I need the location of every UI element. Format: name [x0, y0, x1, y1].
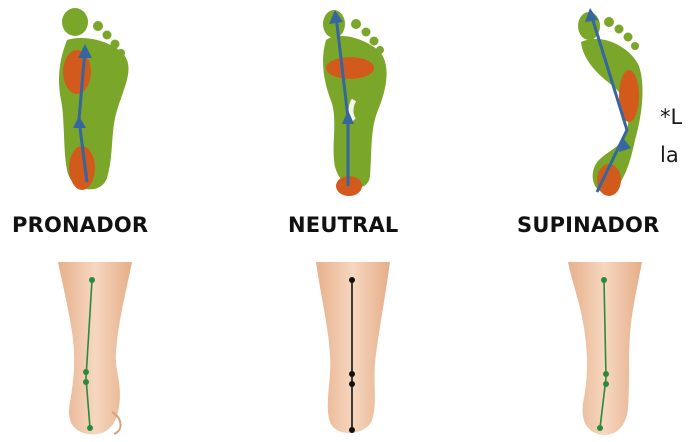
supinador-leg: [560, 262, 650, 442]
toe: [624, 33, 633, 42]
note-line-1: *L: [660, 105, 682, 129]
big-toe: [62, 8, 88, 36]
supinador-footprint: [573, 0, 673, 200]
axis-point: [87, 425, 93, 431]
toe: [604, 17, 614, 27]
leg-shape: [316, 262, 390, 433]
pronador-footprint: [45, 0, 145, 200]
toe: [103, 31, 112, 40]
axis-point: [349, 277, 355, 283]
axis-point: [349, 381, 355, 387]
toe: [351, 19, 361, 29]
note-text: *L la: [660, 98, 682, 174]
leg-shape: [58, 262, 132, 434]
neutral-label: NEUTRAL: [288, 213, 399, 237]
toe: [93, 21, 103, 31]
forefoot-pressure: [326, 57, 374, 79]
pronador-leg: [52, 262, 142, 442]
toe: [370, 37, 379, 46]
note-line-2: la: [660, 143, 679, 167]
toe: [615, 25, 624, 34]
neutral-footprint: [312, 0, 412, 200]
axis-point: [601, 277, 607, 283]
axis-point: [89, 277, 95, 283]
axis-point: [349, 427, 355, 433]
axis-point: [603, 371, 609, 377]
supinador-label: SUPINADOR: [517, 213, 659, 237]
axis-point: [603, 381, 609, 387]
axis-point: [83, 369, 89, 375]
axis-point: [597, 425, 603, 431]
pronador-label: PRONADOR: [12, 213, 148, 237]
axis-point: [349, 371, 355, 377]
axis-point: [83, 379, 89, 385]
toe: [631, 42, 639, 50]
neutral-leg: [310, 262, 400, 442]
toe: [362, 28, 371, 37]
